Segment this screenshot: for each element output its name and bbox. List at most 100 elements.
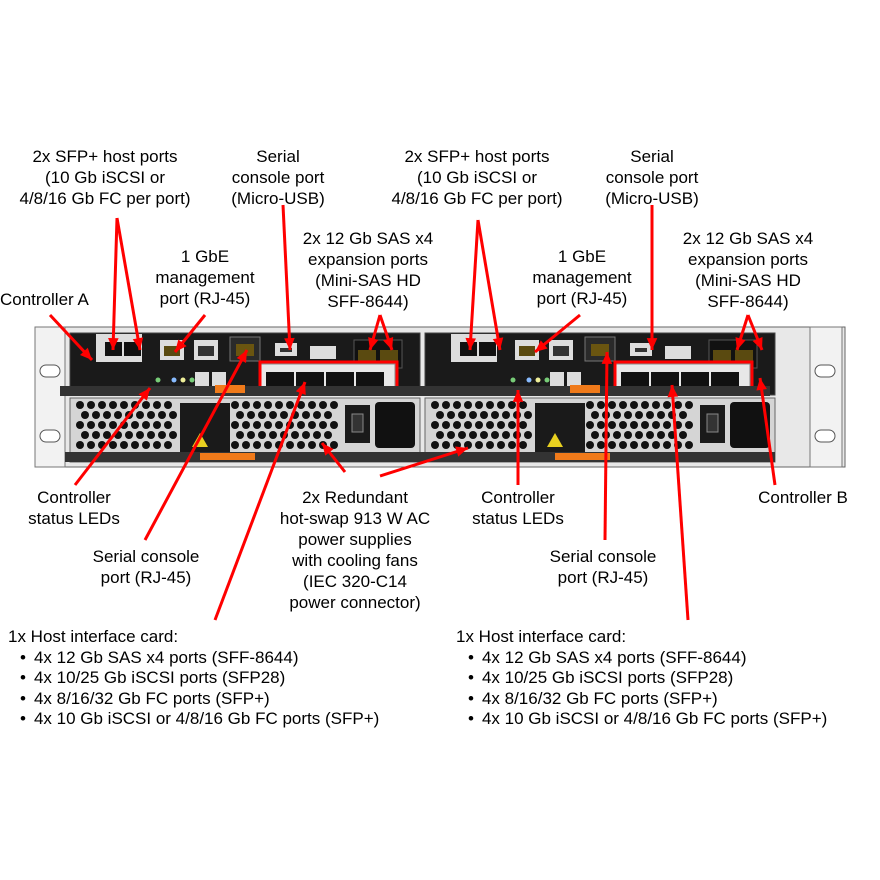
rj45-jack xyxy=(164,346,180,356)
grill-hole xyxy=(502,431,510,439)
callout-line: (Micro-USB) xyxy=(231,189,325,208)
callout-line: Serial xyxy=(630,147,674,166)
grill-hole xyxy=(464,421,472,429)
callout-controller-b: Controller B xyxy=(758,487,848,508)
grill-hole xyxy=(164,441,172,449)
callout-line: 4/8/16 Gb FC per port) xyxy=(391,189,563,208)
grill-hole xyxy=(286,401,294,409)
grill-hole xyxy=(87,441,95,449)
grill-hole xyxy=(297,421,305,429)
sfp-port xyxy=(479,342,496,356)
status-led xyxy=(171,377,177,383)
grill-hole xyxy=(597,401,605,409)
arrowhead xyxy=(667,385,679,398)
callout-arrow xyxy=(73,387,152,486)
host-card-title: 1x Host interface card: xyxy=(8,627,179,646)
grill-hole xyxy=(330,401,338,409)
grill-hole xyxy=(87,421,95,429)
fan-grill xyxy=(76,401,338,449)
grill-hole xyxy=(253,441,261,449)
arrowhead xyxy=(455,446,468,457)
grill-hole xyxy=(313,411,321,419)
callout-arrow xyxy=(603,351,609,541)
status-led xyxy=(526,377,532,383)
grill-hole xyxy=(657,411,665,419)
callout-line: power supplies xyxy=(298,530,412,549)
callout-line: 2x SFP+ host ports xyxy=(32,147,178,166)
grill-hole xyxy=(491,411,499,419)
hic-port xyxy=(326,372,354,387)
grill-hole xyxy=(447,411,455,419)
grill-hole xyxy=(286,441,294,449)
grill-hole xyxy=(497,441,505,449)
arrowhead xyxy=(492,337,504,350)
grill-hole xyxy=(442,441,450,449)
grill-hole xyxy=(142,401,150,409)
status-led xyxy=(535,377,541,383)
grill-hole xyxy=(674,401,682,409)
callout-arrow xyxy=(379,446,469,478)
grill-hole xyxy=(319,421,327,429)
grill-hole xyxy=(685,441,693,449)
iec-c14-connector xyxy=(375,402,415,448)
grill-hole xyxy=(475,441,483,449)
grill-hole xyxy=(92,431,100,439)
hic-port xyxy=(356,372,384,387)
grill-hole xyxy=(308,421,316,429)
controller-handle xyxy=(570,385,600,393)
hic-port xyxy=(711,372,739,387)
seven-seg-display xyxy=(567,372,581,388)
grill-hole xyxy=(586,421,594,429)
host-card-title: 1x Host interface card: xyxy=(456,627,627,646)
callout-line: port (RJ-45) xyxy=(159,289,251,308)
grill-hole xyxy=(646,431,654,439)
rack-ear-left xyxy=(34,326,66,468)
callout-line: 1 GbE xyxy=(557,247,607,266)
mounting-slot xyxy=(39,364,61,378)
grill-hole xyxy=(431,441,439,449)
host-card-item: 4x 10 Gb iSCSI or 4/8/16 Gb FC ports (SF… xyxy=(468,709,827,730)
grill-hole xyxy=(236,431,244,439)
grill-hole xyxy=(169,431,177,439)
callout-line: 2x 12 Gb SAS x4 xyxy=(302,229,434,248)
callout-line: port (RJ-45) xyxy=(100,568,192,587)
grill-hole xyxy=(646,411,654,419)
arrowhead xyxy=(138,388,150,401)
grill-hole xyxy=(131,441,139,449)
grill-hole xyxy=(497,401,505,409)
grill-hole xyxy=(247,431,255,439)
grill-hole xyxy=(142,441,150,449)
grill-hole xyxy=(508,401,516,409)
sas-port xyxy=(380,350,398,363)
callout-line: Controller xyxy=(37,488,111,507)
mounting-slot xyxy=(814,429,836,443)
rj45-jack xyxy=(519,346,535,356)
grill-hole xyxy=(169,411,177,419)
grill-hole xyxy=(519,421,527,429)
grill-hole xyxy=(164,421,172,429)
grill-hole xyxy=(619,421,627,429)
grill-hole xyxy=(652,401,660,409)
grill-hole xyxy=(81,411,89,419)
callout-arrow xyxy=(143,349,249,541)
callout-line: Serial xyxy=(256,147,300,166)
grill-hole xyxy=(685,421,693,429)
grill-hole xyxy=(258,411,266,419)
callout-line: Controller A xyxy=(0,290,89,309)
grill-hole xyxy=(524,411,532,419)
grill-hole xyxy=(275,401,283,409)
grill-hole xyxy=(275,421,283,429)
grill-hole xyxy=(120,441,128,449)
callout-arrow xyxy=(468,219,480,351)
callout-line: (Micro-USB) xyxy=(605,189,699,208)
arrowhead xyxy=(368,337,379,350)
callout-line: (10 Gb iSCSI or xyxy=(417,168,537,187)
hic-port xyxy=(681,372,709,387)
grill-hole xyxy=(679,411,687,419)
grill-hole xyxy=(131,421,139,429)
callout-line: 4/8/16 Gb FC per port) xyxy=(19,189,191,208)
